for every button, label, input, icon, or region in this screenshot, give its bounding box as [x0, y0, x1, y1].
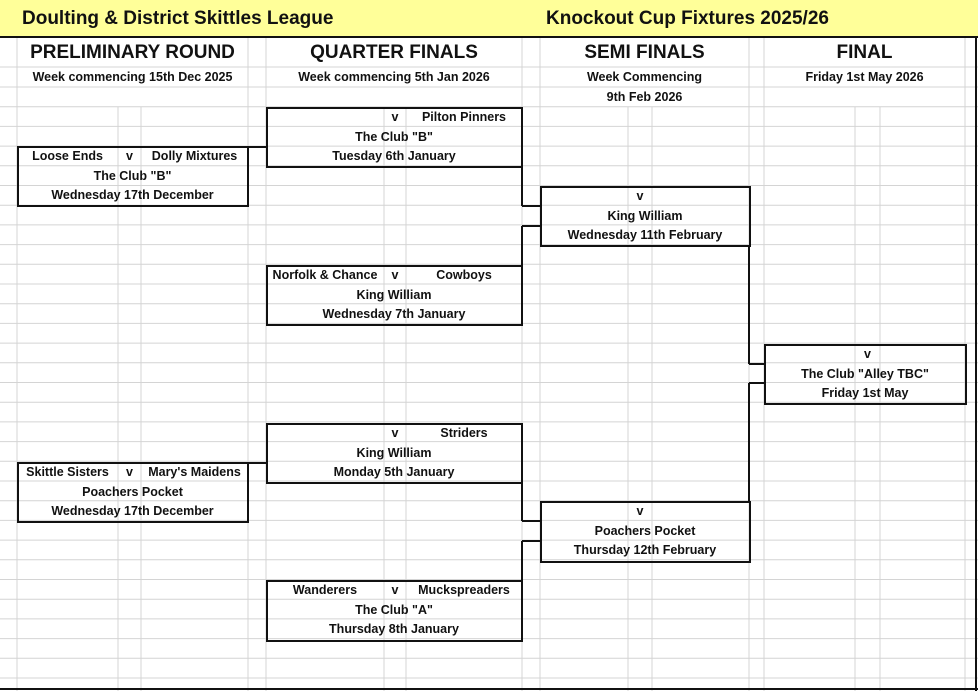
competition-title: Knockout Cup Fixtures 2025/26 — [546, 8, 829, 29]
semi-finals-heading: SEMI FINALS — [584, 42, 705, 63]
fixture-box-q4 — [266, 580, 523, 642]
quarter-finals-heading: QUARTER FINALS — [310, 42, 478, 63]
home-team: Skittle Sisters — [26, 465, 109, 479]
versus-label: v — [126, 465, 133, 479]
venue: The Club "Alley TBC" — [801, 366, 929, 381]
away-team: Mary's Maidens — [148, 465, 241, 479]
home-team: Loose Ends — [32, 149, 103, 163]
semi-finals-week-date: 9th Feb 2026 — [606, 90, 683, 104]
versus-label: v — [636, 189, 644, 203]
fixture-box-f — [764, 344, 967, 405]
away-team: Muckspreaders — [418, 583, 510, 597]
title-bar: Doulting & District Skittles League Knoc… — [0, 0, 978, 38]
fixture-box-p2 — [17, 462, 249, 523]
versus-label: v — [864, 347, 871, 361]
match-date: Wednesday 11th February — [567, 227, 723, 242]
match-date: Friday 1st May — [821, 385, 909, 400]
fixture-box-q3 — [266, 423, 523, 484]
match-date: Wednesday 17th December — [51, 187, 214, 202]
home-team: Wanderers — [292, 583, 358, 597]
preliminary-round-heading: PRELIMINARY ROUND — [30, 42, 235, 63]
venue: King William — [356, 445, 432, 460]
away-team: Dolly Mixtures — [151, 149, 238, 163]
away-team: Striders — [440, 426, 488, 440]
venue: Poachers Pocket — [594, 523, 696, 538]
versus-label: v — [391, 426, 399, 440]
versus-label: v — [391, 268, 399, 282]
versus-label: v — [636, 504, 644, 518]
fixture-box-s1 — [540, 186, 751, 247]
home-team: Norfolk & Chance — [272, 268, 378, 282]
match-date: Wednesday 7th January — [322, 306, 466, 321]
match-date: Wednesday 17th December — [51, 503, 214, 518]
fixture-box-q1 — [266, 107, 523, 168]
venue: King William — [607, 208, 683, 223]
versus-label: v — [391, 583, 399, 597]
venue: The Club "A" — [355, 602, 433, 617]
fixture-box-p1 — [17, 146, 249, 207]
venue: The Club "B" — [355, 129, 433, 144]
versus-label: v — [391, 110, 399, 124]
final-week: Friday 1st May 2026 — [805, 70, 924, 84]
league-title: Doulting & District Skittles League — [22, 8, 334, 29]
match-date: Thursday 8th January — [329, 621, 459, 636]
fixture-box-s2 — [540, 501, 751, 563]
venue: King William — [356, 287, 432, 302]
venue: The Club "B" — [93, 168, 172, 183]
quarter-finals-week: Week commencing 5th Jan 2026 — [298, 70, 490, 84]
away-team: Pilton Pinners — [421, 110, 507, 124]
away-team: Cowboys — [436, 268, 492, 282]
preliminary-week: Week commencing 15th Dec 2025 — [32, 70, 233, 84]
final-heading: FINAL — [836, 42, 893, 63]
venue: Poachers Pocket — [82, 484, 183, 499]
match-date: Thursday 12th February — [573, 542, 717, 557]
versus-label: v — [126, 149, 133, 163]
match-date: Tuesday 6th January — [332, 148, 456, 163]
fixture-box-q2 — [266, 265, 523, 326]
match-date: Monday 5th January — [333, 464, 455, 479]
semi-finals-week: Week Commencing — [586, 70, 703, 84]
